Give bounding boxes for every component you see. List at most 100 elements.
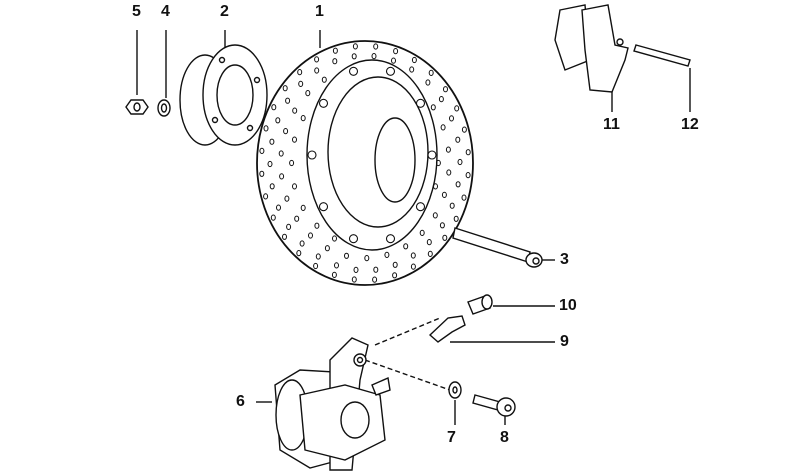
disc-hole (372, 276, 378, 283)
disc-hole (285, 97, 291, 104)
disc-hole (384, 251, 390, 258)
disc-hole (446, 169, 452, 176)
disc-hole (313, 262, 319, 270)
disc-rivet (415, 202, 426, 212)
washer-7-part (448, 381, 462, 399)
spacer-part (179, 44, 268, 146)
bleeder-cap-part (467, 294, 493, 315)
disc-hole (263, 193, 269, 200)
disc-hole (465, 172, 471, 179)
disc-hole (440, 124, 446, 131)
disc-hole (315, 253, 321, 260)
callout-6: 6 (236, 393, 245, 410)
disc-hole (433, 183, 438, 190)
callout-10: 10 (559, 297, 577, 314)
disc-hole (259, 170, 265, 177)
disc-hole (269, 138, 275, 145)
brake-caliper-part (274, 337, 391, 471)
disc-hole (454, 105, 460, 112)
disc-hole (294, 215, 300, 222)
disc-hole (308, 232, 313, 239)
disc-hole (435, 159, 441, 167)
disc-hole (411, 56, 417, 64)
disc-hole (271, 104, 277, 111)
disc-hole (289, 159, 295, 167)
disc-hole (332, 47, 338, 54)
disc-hole (425, 79, 431, 86)
disc-hole (419, 229, 425, 236)
disc-rivet (415, 98, 426, 108)
washer-part (157, 99, 171, 117)
disc-hole (430, 104, 436, 111)
callout-4: 4 (161, 3, 170, 20)
disc-hole (284, 195, 290, 202)
callout-11: 11 (603, 116, 620, 133)
pin-part (633, 44, 691, 67)
callout-8: 8 (500, 429, 509, 446)
disc-hole (331, 271, 337, 278)
callout-3: 3 (560, 251, 569, 268)
nut-part (125, 99, 149, 115)
disc-hole (392, 272, 398, 279)
disc-hole (427, 250, 433, 257)
disc-rivet (427, 150, 437, 160)
disc-hole (438, 96, 444, 103)
disc-hole (392, 261, 398, 268)
disc-hole (314, 56, 320, 63)
disc-hole (432, 212, 438, 219)
disc-hole (457, 158, 463, 166)
disc-hole (426, 239, 432, 246)
disc-hole (443, 86, 448, 93)
disc-hole (445, 146, 451, 153)
disc-hole (373, 43, 379, 50)
disc-rivet (318, 202, 329, 212)
bleeder-valve-part (428, 315, 466, 343)
disc-hole (292, 136, 297, 143)
disc-hole (300, 204, 306, 211)
disc-hole (465, 149, 471, 156)
disc-hole (409, 66, 415, 73)
disc-hole (428, 69, 434, 77)
disc-hole (279, 173, 285, 180)
callout-1: 1 (315, 3, 324, 20)
disc-hole (344, 252, 349, 259)
disc-hole (403, 243, 409, 250)
disc-hole (269, 183, 275, 190)
disc-hole (314, 222, 320, 229)
disc-hole (371, 53, 377, 60)
disc-hole (332, 58, 338, 65)
disc-hole (276, 204, 281, 211)
disc-hole (373, 266, 379, 273)
disc-hole (321, 76, 327, 83)
disc-hole (314, 67, 320, 74)
disc-hole (324, 245, 330, 252)
callout-9: 9 (560, 333, 569, 350)
disc-hole (352, 43, 358, 50)
disc-rivet (348, 234, 359, 244)
disc-hole (300, 115, 306, 122)
disc-hole (305, 90, 311, 97)
disc-hole (453, 215, 459, 222)
disc-hole (283, 128, 289, 135)
disc-hole (364, 255, 370, 262)
disc-hole (351, 276, 357, 283)
callout-7: 7 (447, 429, 456, 446)
disc-rivet (385, 234, 396, 244)
disc-hole (449, 202, 455, 209)
disc-hole (393, 48, 399, 55)
brake-pads-part (554, 4, 629, 93)
disc-hole (282, 85, 288, 92)
disc-hole (270, 214, 276, 221)
disc-hole (263, 125, 269, 132)
disc-hole (278, 150, 284, 157)
disc-hole (461, 194, 467, 201)
callout-2: 2 (220, 3, 229, 20)
disc-hole (332, 235, 337, 242)
disc-hole (449, 115, 454, 122)
disc-hole (439, 222, 445, 229)
disc-hole (259, 147, 265, 154)
disc-rivet (385, 66, 396, 76)
disc-hole (299, 240, 305, 247)
disc-hole (441, 191, 447, 198)
